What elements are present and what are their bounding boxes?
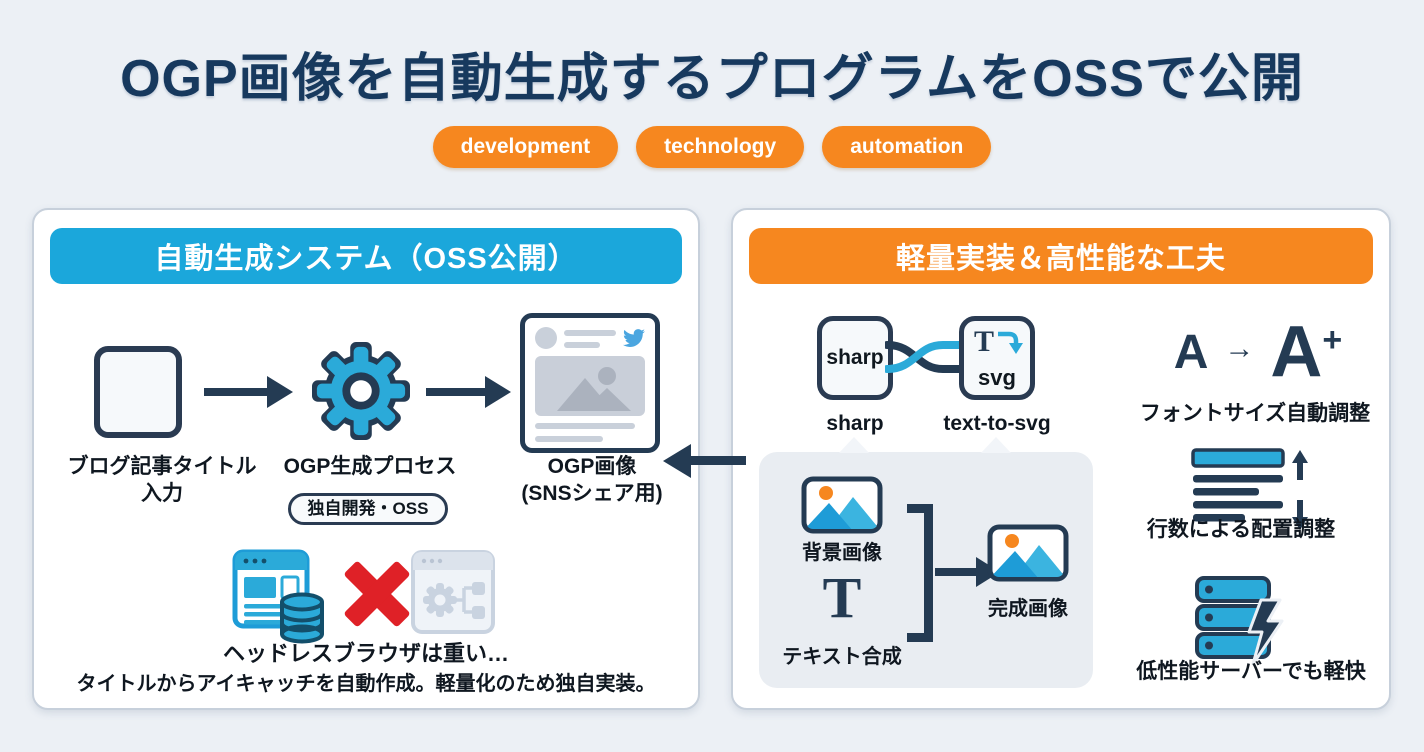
sharp-box-text: sharp (826, 346, 884, 369)
tag-development: development (432, 126, 619, 168)
bubble-pointer-icon (981, 437, 1011, 453)
line-count-label: 行数による配置調整 (1146, 518, 1336, 541)
text-compose-label: テキスト合成 (782, 646, 902, 668)
t-letter: T (974, 325, 995, 358)
gear-icon (312, 342, 410, 440)
twitter-bird-icon (623, 329, 645, 347)
bent-arrow-icon (998, 331, 1023, 354)
process-label: OGP生成プロセス (283, 455, 457, 478)
text-to-svg-library-box: T svg (959, 316, 1035, 400)
big-a-plus: A+ (1270, 312, 1343, 392)
output-label: OGP画像 (SNSシェア用) (521, 455, 663, 506)
ogp-twitter-card-icon (520, 313, 660, 453)
flow-arrow-1-icon (204, 388, 268, 396)
tag-technology: technology (636, 126, 805, 168)
headless-browser-db-icon (232, 549, 324, 644)
font-size-demo: A → A+ (1133, 306, 1383, 398)
panel-auto-generation-system: 自動生成システム（OSS公開） (32, 208, 700, 710)
small-a: A (1173, 325, 1209, 379)
headless-note: ヘッドレスブラウザは重い… (222, 641, 509, 666)
blog-title-input-icon (94, 346, 182, 438)
server-label: 低性能サーバーでも軽快 (1136, 660, 1366, 683)
flow-arrow-2-icon (426, 388, 486, 396)
result-image-icon (987, 524, 1069, 582)
faded-browser-gear-icon (411, 550, 495, 634)
text-to-svg-label: text-to-svg (943, 412, 1051, 435)
input-label: ブログ記事タイトル 入力 (67, 455, 257, 506)
image-placeholder-icon (557, 367, 631, 411)
text-t-glyph: T (822, 565, 862, 630)
line-count-adjust-icon (1191, 448, 1308, 530)
chain-link-icon (885, 341, 967, 373)
compose-arrow-icon (935, 568, 977, 576)
arrow-glyph: → (1224, 332, 1255, 365)
background-image-label: 背景画像 (802, 542, 882, 564)
svg-label: svg (978, 365, 1016, 390)
summary-note: タイトルからアイキャッチを自動作成。軽量化のため独自実装。 (76, 673, 656, 695)
panel-lightweight-implementation: 軽量実装＆高性能な工夫 sharp T svg sharp text-to-sv… (731, 208, 1391, 710)
background-image-icon (801, 476, 883, 534)
right-panel-header: 軽量実装＆高性能な工夫 (749, 228, 1373, 284)
composition-box: 背景画像 T テキスト合成 完成画像 (759, 437, 1093, 688)
tag-automation: automation (822, 126, 992, 168)
avatar (535, 327, 557, 349)
oss-badge: 独自開発・OSS (288, 493, 448, 525)
cross-panel-arrow-icon (690, 456, 746, 465)
sharp-library-box: sharp (817, 316, 893, 400)
merge-bracket-icon (907, 504, 933, 642)
sharp-label: sharp (826, 412, 884, 435)
font-size-label: フォントサイズ自動調整 (1139, 402, 1371, 425)
red-x-icon (344, 561, 410, 627)
result-image-label: 完成画像 (988, 598, 1068, 620)
server-lightning-icon (1195, 576, 1284, 666)
page-title: OGP画像を自動生成するプログラムをOSSで公開 (120, 50, 1304, 108)
bubble-pointer-icon (839, 437, 869, 453)
tag-row: development technology automation (0, 126, 1424, 168)
left-panel-header: 自動生成システム（OSS公開） (50, 228, 682, 284)
